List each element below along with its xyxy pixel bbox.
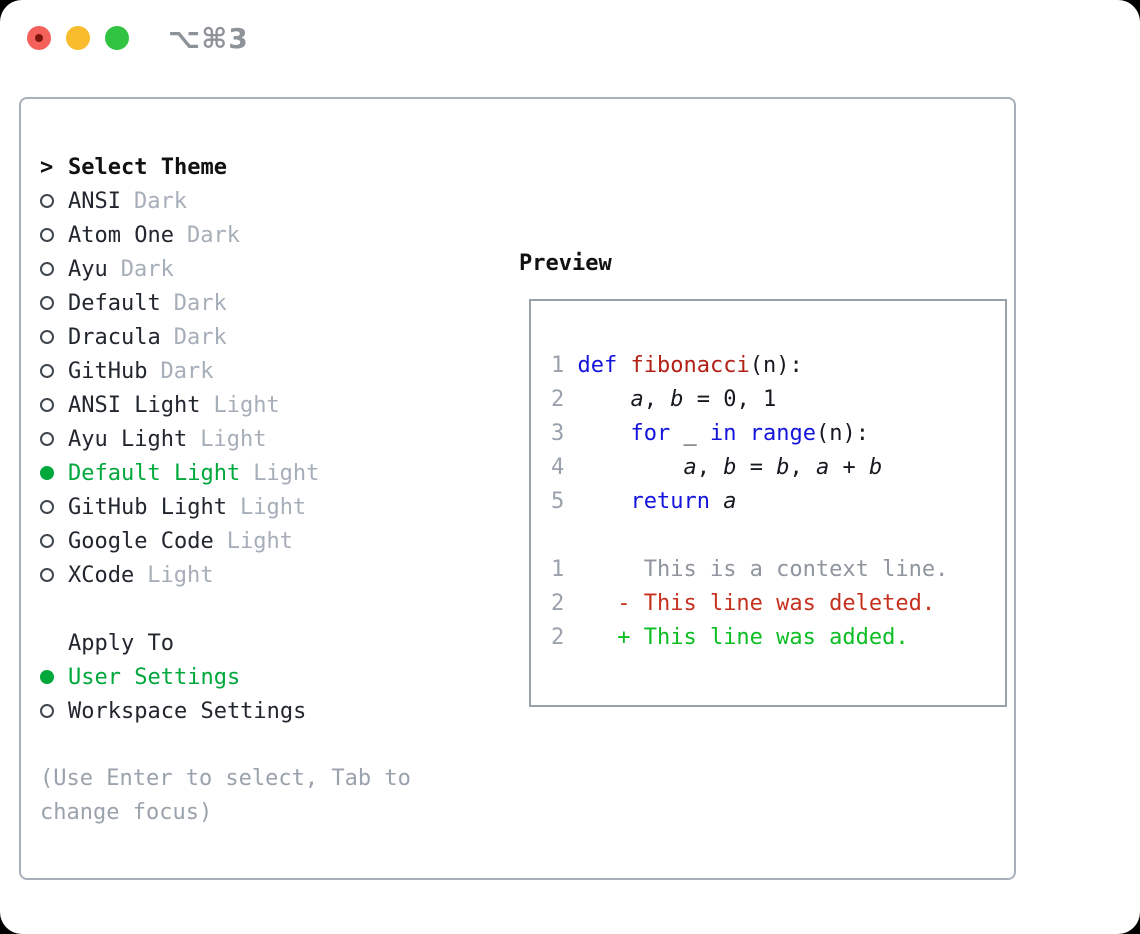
- apply-to-title: Apply To: [68, 630, 174, 656]
- select-theme-title: Select Theme: [68, 154, 227, 180]
- code-line: 2 a, b = 0, 1: [551, 387, 777, 412]
- theme-variant-tag: Dark: [173, 290, 227, 316]
- keyboard-hint: (Use Enter to select, Tab to change focu…: [40, 766, 411, 825]
- radio-icon: [40, 330, 54, 344]
- theme-option-xcode[interactable]: XCode Light: [40, 558, 500, 592]
- option-label: Default Light: [68, 460, 241, 486]
- gap: [40, 728, 500, 762]
- minimize-button[interactable]: [66, 26, 90, 50]
- option-label: Atom One: [68, 222, 174, 248]
- radio-icon: [40, 432, 54, 446]
- theme-variant-tag: Dark: [186, 222, 240, 248]
- gap: [40, 592, 500, 626]
- code-line: 1 This is a context line.: [551, 557, 949, 582]
- preview-title: Preview: [519, 251, 612, 276]
- title-bar: ⌥⌘3: [0, 0, 1140, 76]
- option-label: Default: [68, 290, 161, 316]
- radio-icon: [40, 262, 54, 276]
- theme-option-ansi-light[interactable]: ANSI Light Light: [40, 388, 500, 422]
- theme-variant-tag: Light: [213, 392, 280, 418]
- theme-variant-tag: Light: [147, 562, 214, 588]
- code-line: 2 - This line was deleted.: [551, 591, 936, 616]
- theme-option-default-light[interactable]: Default Light Light: [40, 456, 500, 490]
- theme-variant-tag: Light: [226, 528, 293, 554]
- code-line: 2 + This line was added.: [551, 625, 909, 650]
- close-button[interactable]: [27, 26, 51, 50]
- option-label: Google Code: [68, 528, 214, 554]
- radio-icon: [40, 568, 54, 582]
- apply-option-user-settings[interactable]: User Settings: [40, 660, 500, 694]
- option-label: Dracula: [68, 324, 161, 350]
- option-label: XCode: [68, 562, 135, 588]
- radio-selected-icon: [40, 466, 54, 480]
- cursor-icon: >: [40, 154, 54, 180]
- radio-icon: [40, 534, 54, 548]
- theme-option-dracula[interactable]: Dracula Dark: [40, 320, 500, 354]
- theme-option-ayu[interactable]: Ayu Dark: [40, 252, 500, 286]
- zoom-button[interactable]: [105, 26, 129, 50]
- code-line: [551, 519, 1005, 553]
- option-label: ANSI: [68, 188, 121, 214]
- theme-option-default[interactable]: Default Dark: [40, 286, 500, 320]
- radio-icon: [40, 228, 54, 242]
- option-label: GitHub: [68, 358, 148, 384]
- code-line: 5 return a: [551, 489, 737, 514]
- radio-icon: [40, 398, 54, 412]
- theme-option-atom-one[interactable]: Atom One Dark: [40, 218, 500, 252]
- radio-icon: [40, 296, 54, 310]
- radio-icon: [40, 194, 54, 208]
- radio-icon: [40, 364, 54, 378]
- option-label: Ayu Light: [68, 426, 188, 452]
- theme-option-ansi[interactable]: ANSI Dark: [40, 184, 500, 218]
- theme-option-ayu-light[interactable]: Ayu Light Light: [40, 422, 500, 456]
- option-label: Workspace Settings: [68, 698, 307, 724]
- code-line: 4 a, b = b, a + b: [551, 455, 883, 480]
- radio-selected-icon: [40, 670, 54, 684]
- theme-variant-tag: Light: [239, 494, 307, 520]
- option-label: GitHub Light: [68, 494, 227, 520]
- theme-variant-tag: Dark: [160, 358, 214, 384]
- theme-option-google-code[interactable]: Google Code Light: [40, 524, 500, 558]
- theme-variant-tag: Dark: [120, 256, 174, 282]
- apply-to-header: Apply To: [40, 626, 500, 660]
- code-line: 1 def fibonacci(n):: [551, 353, 803, 378]
- theme-option-github[interactable]: GitHub Dark: [40, 354, 500, 388]
- theme-variant-tag: Light: [200, 426, 267, 452]
- option-label: Ayu: [68, 256, 108, 282]
- radio-icon: [40, 704, 54, 718]
- apply-option-workspace-settings[interactable]: Workspace Settings: [40, 694, 500, 728]
- theme-option-github-light[interactable]: GitHub Light Light: [40, 490, 500, 524]
- code-preview-box: 1 def fibonacci(n): 2 a, b = 0, 1 3 for _ …: [529, 299, 1007, 707]
- window-shortcut-label: ⌥⌘3: [168, 22, 249, 55]
- option-label: ANSI Light: [68, 392, 201, 418]
- theme-variant-tag: Dark: [173, 324, 227, 350]
- option-label: User Settings: [68, 664, 241, 690]
- theme-variant-tag: Dark: [133, 188, 187, 214]
- radio-icon: [40, 500, 54, 514]
- theme-variant-tag: Light: [253, 460, 320, 486]
- code-line: 3 for _ in range(n):: [551, 421, 869, 446]
- select-theme-header: > Select Theme: [40, 150, 500, 184]
